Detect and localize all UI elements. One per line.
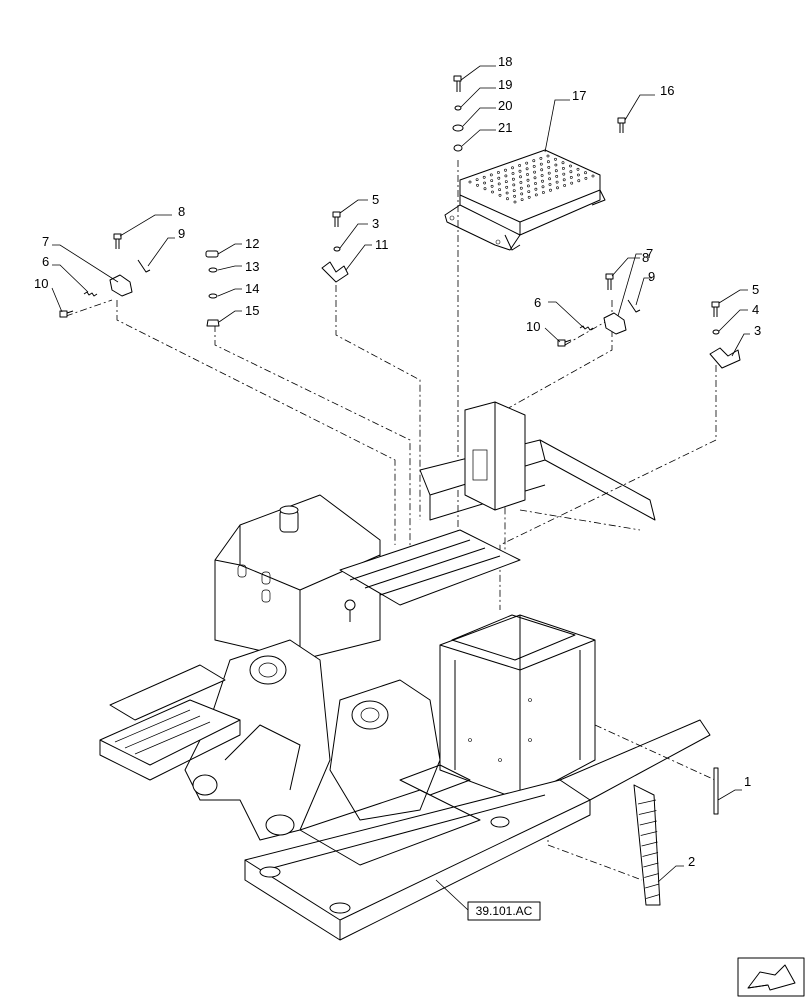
bolt-8-right-icon (605, 273, 614, 290)
callout-10-right: 10 (526, 319, 540, 334)
bolt-5-right-icon (711, 301, 720, 317)
lock-washer-19-icon (454, 105, 462, 111)
callout-5-mid: 5 (372, 192, 379, 207)
step-plate[interactable] (444, 149, 606, 251)
callout-3-mid: 3 (372, 216, 379, 231)
callout-10-left: 10 (34, 276, 48, 291)
callout-9-left: 9 (178, 226, 185, 241)
callout-20: 20 (498, 98, 512, 113)
next-page-arrow-icon[interactable] (737, 957, 805, 997)
callout-7-right: 7 (646, 246, 653, 261)
callout-13: 13 (245, 259, 259, 274)
spring-6-left-icon (83, 291, 98, 297)
callout-15: 15 (245, 303, 259, 318)
bolt-8-left-icon (113, 233, 122, 249)
callout-8-right: 8 (642, 250, 649, 265)
washer-3-mid-icon (333, 246, 341, 252)
callout-17: 17 (572, 88, 586, 103)
upper-frame (99, 401, 711, 941)
callout-18: 18 (498, 54, 512, 69)
washer-21-icon (453, 144, 463, 152)
callout-6-left: 6 (42, 254, 49, 269)
callout-9-right: 9 (648, 269, 655, 284)
washer-13-icon (208, 267, 218, 273)
callout-8-left: 8 (178, 204, 185, 219)
callout-19: 19 (498, 77, 512, 92)
callout-16: 16 (660, 83, 674, 98)
decal-1[interactable] (713, 767, 719, 815)
callout-5-right: 5 (752, 282, 759, 297)
callout-1: 1 (744, 774, 751, 789)
clip-7-right-icon (603, 312, 627, 335)
bolt-10-right-icon (557, 339, 572, 347)
nut-15-icon (206, 319, 220, 327)
bolt-18-icon (453, 75, 462, 92)
reference-label: 39.101.AC (476, 904, 533, 918)
washer-14-icon (208, 293, 218, 299)
callout-7-left: 7 (42, 234, 49, 249)
bolt-5-mid-icon (332, 211, 341, 227)
reference-link[interactable]: 39.101.AC (435, 879, 541, 921)
callout-12: 12 (245, 236, 259, 251)
spring-pin-9-left-icon (137, 259, 151, 273)
bolt-16-icon (617, 117, 626, 133)
pad-12-icon (205, 250, 219, 258)
callout-3-right: 3 (754, 323, 761, 338)
callouts: 18 19 20 21 17 16 8 9 7 6 10 12 (34, 54, 761, 883)
bolt-10-left-icon (59, 310, 74, 318)
clip-7-left-icon (109, 274, 133, 297)
callout-21: 21 (498, 120, 512, 135)
bracket-3-right-icon (709, 347, 741, 369)
washer-4-icon (712, 329, 720, 335)
decal-2[interactable] (633, 784, 661, 906)
bracket-11-icon (321, 261, 349, 283)
washer-20-icon (452, 124, 464, 132)
callout-11: 11 (375, 237, 389, 252)
hardware (59, 75, 741, 369)
callout-4: 4 (752, 302, 759, 317)
callout-2: 2 (688, 854, 695, 869)
callout-14: 14 (245, 281, 259, 296)
callout-6-right: 6 (534, 295, 541, 310)
spring-pin-9-right-icon (627, 299, 641, 313)
